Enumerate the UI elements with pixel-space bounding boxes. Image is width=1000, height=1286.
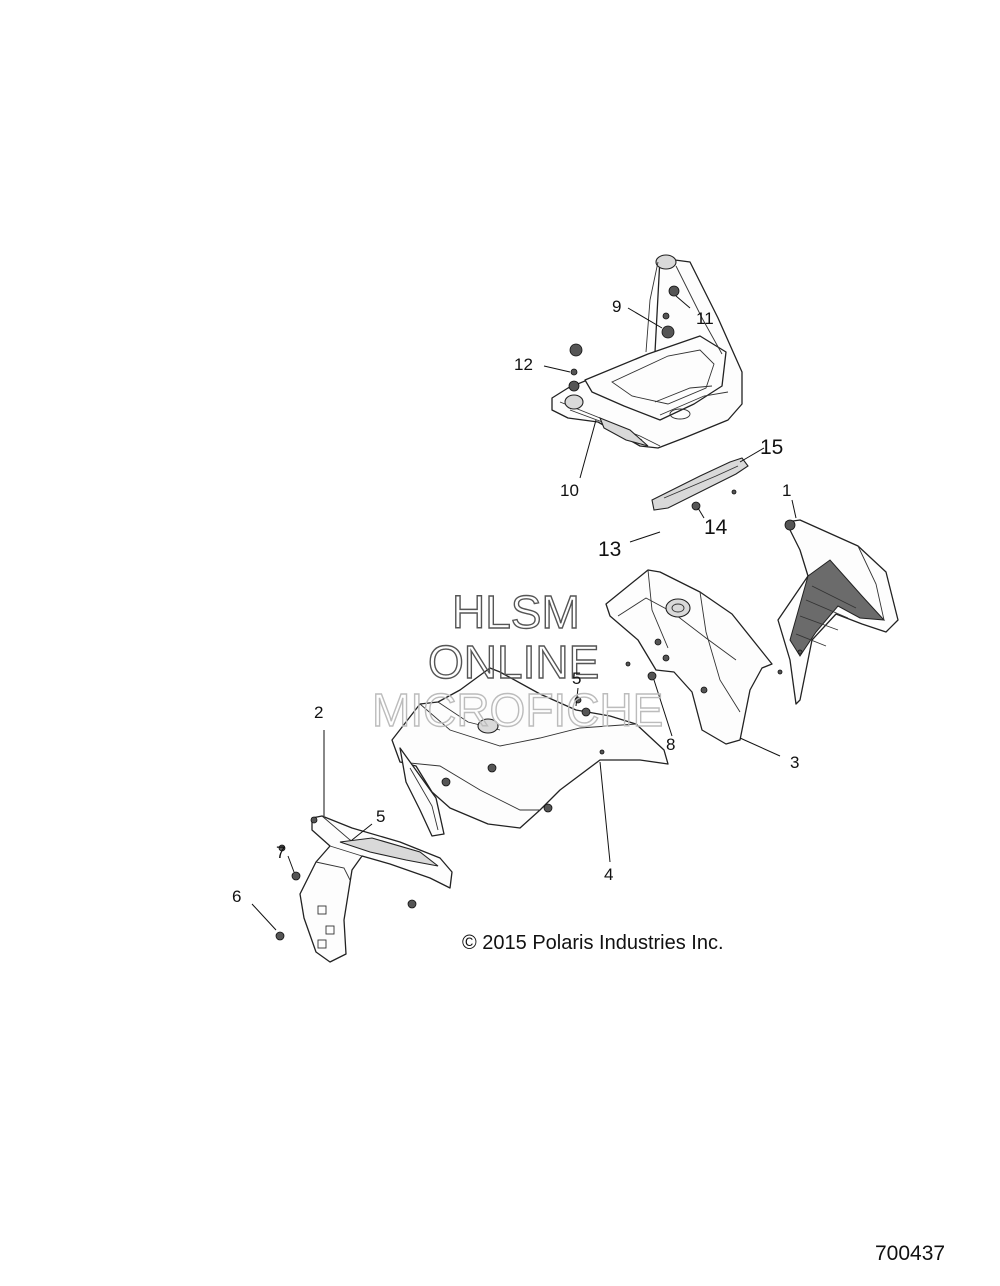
callout-4: 4 — [604, 865, 613, 884]
part-1-side-panel — [777, 519, 899, 705]
callout-8: 8 — [666, 735, 675, 754]
callout-10: 10 — [560, 481, 579, 500]
watermark: HLSM ONLINE MICROFICHE — [371, 585, 664, 736]
callout-6: 6 — [232, 887, 241, 906]
diagram-number: 700437 — [875, 1242, 946, 1265]
callout-2: 2 — [314, 703, 323, 722]
watermark-line-1: HLSM — [452, 586, 580, 638]
callout-14: 14 — [704, 516, 728, 539]
callout-9: 9 — [612, 297, 621, 316]
callout-5-lower: 5 — [376, 807, 385, 826]
callout-15: 15 — [760, 436, 783, 459]
fasteners-top — [568, 285, 680, 392]
callout-12: 12 — [514, 355, 533, 374]
part-4-main-panel — [391, 667, 669, 837]
part-10-cover — [551, 254, 743, 449]
leader-lines — [251, 295, 797, 931]
callout-13: 13 — [598, 538, 621, 561]
callout-11: 11 — [696, 309, 714, 328]
callout-7: 7 — [276, 843, 285, 862]
watermark-line-3: MICROFICHE — [372, 684, 663, 736]
part-3-panel — [605, 569, 773, 745]
callout-5-upper: 5 — [572, 669, 581, 688]
callout-1: 1 — [782, 481, 791, 500]
part-15-bracket — [651, 457, 749, 511]
copyright-notice: © 2015 Polaris Industries Inc. — [462, 932, 724, 954]
part-2-side-panel — [275, 815, 453, 963]
callouts: 9 11 12 10 15 1 14 13 5 8 3 2 5 4 7 6 — [232, 297, 799, 906]
callout-3: 3 — [790, 753, 799, 772]
watermark-line-2: ONLINE — [428, 636, 599, 688]
